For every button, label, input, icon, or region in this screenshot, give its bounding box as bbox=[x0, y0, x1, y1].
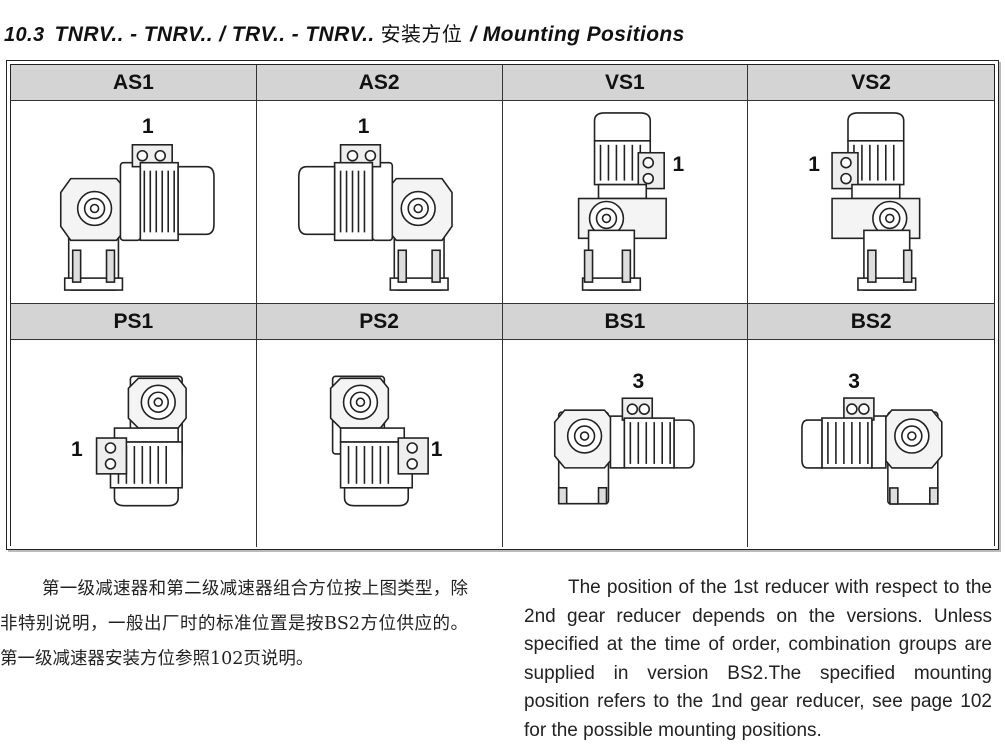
gearmotor-bs1-drawing bbox=[553, 397, 695, 505]
position-label-as2: 1 bbox=[357, 115, 370, 138]
title-cn: 安装方位 bbox=[380, 22, 463, 46]
position-label-as1: 1 bbox=[142, 115, 154, 138]
diagram-ps2: 1 bbox=[256, 340, 503, 547]
header-bs2: BS2 bbox=[748, 304, 994, 340]
gearmotor-vs1-drawing bbox=[577, 112, 667, 291]
header-ps1: PS1 bbox=[11, 304, 257, 340]
model-range: TNRV.. - TNRV.. / TRV.. - TNRV.. bbox=[54, 23, 375, 46]
diagram-bs1: 3 bbox=[502, 340, 749, 547]
header-vs2: VS2 bbox=[748, 65, 994, 101]
diagram-vs2: 1 bbox=[748, 101, 994, 304]
diagram-as1: 1 bbox=[11, 101, 257, 304]
position-label-vs2: 1 bbox=[808, 153, 820, 176]
section-heading: 10.3 TNRV.. - TNRV.. / TRV.. - TNRV..安装方位… bbox=[4, 18, 999, 50]
header-vs1: VS1 bbox=[502, 65, 749, 101]
gearmotor-as2-drawing bbox=[297, 143, 453, 291]
gearmotor-ps1-drawing bbox=[95, 375, 187, 507]
header-as1: AS1 bbox=[11, 65, 257, 101]
position-label-vs1: 1 bbox=[672, 153, 685, 176]
positions-grid: AS1 AS2 VS1 VS2 bbox=[10, 64, 995, 547]
gearmotor-bs2-drawing bbox=[801, 397, 943, 505]
header-as2: AS2 bbox=[256, 65, 503, 101]
diagram-as2: 1 bbox=[256, 101, 503, 304]
position-label-ps1: 1 bbox=[71, 438, 83, 461]
gearmotor-vs2-drawing bbox=[831, 112, 921, 291]
title-separator: / bbox=[470, 23, 477, 46]
diagram-ps1: 1 bbox=[11, 340, 257, 547]
description-en: The position of the 1st reducer with res… bbox=[524, 577, 992, 741]
description-cn: 第一级减速器和第二级减速器组合方位按上图类型，除非特别说明，一般出厂时的标准位置… bbox=[0, 579, 468, 669]
gearmotor-ps2-drawing bbox=[329, 375, 429, 507]
diagram-vs1: 1 bbox=[502, 101, 749, 304]
position-label-bs2: 3 bbox=[848, 370, 860, 393]
header-ps2: PS2 bbox=[256, 304, 503, 340]
gearmotor-as1-drawing bbox=[59, 143, 215, 291]
header-bs1: BS1 bbox=[502, 304, 749, 340]
position-label-bs1: 3 bbox=[632, 370, 645, 393]
section-number: 10.3 bbox=[4, 24, 45, 46]
diagram-bs2: 3 bbox=[748, 340, 994, 547]
title-en: Mounting Positions bbox=[482, 23, 685, 46]
position-label-ps2: 1 bbox=[430, 438, 443, 461]
mounting-positions-table: AS1 AS2 VS1 VS2 bbox=[6, 60, 999, 550]
